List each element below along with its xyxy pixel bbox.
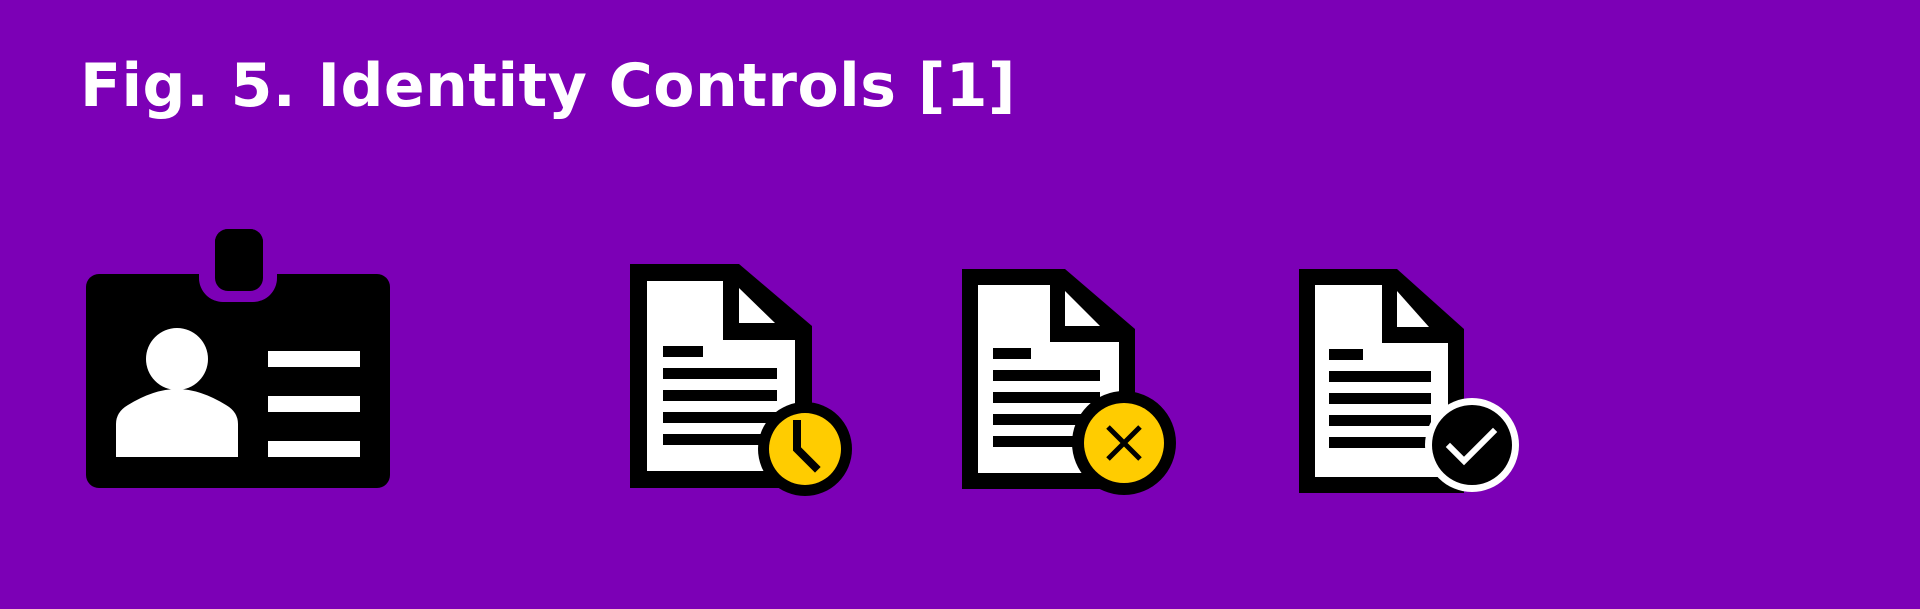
figure-title: Fig. 5. Identity Controls [1] xyxy=(80,51,1016,121)
document-rejected-icon xyxy=(960,267,1180,499)
document-pending-icon xyxy=(628,262,860,498)
id-badge-icon xyxy=(84,226,392,490)
document-approved-icon xyxy=(1297,267,1519,505)
